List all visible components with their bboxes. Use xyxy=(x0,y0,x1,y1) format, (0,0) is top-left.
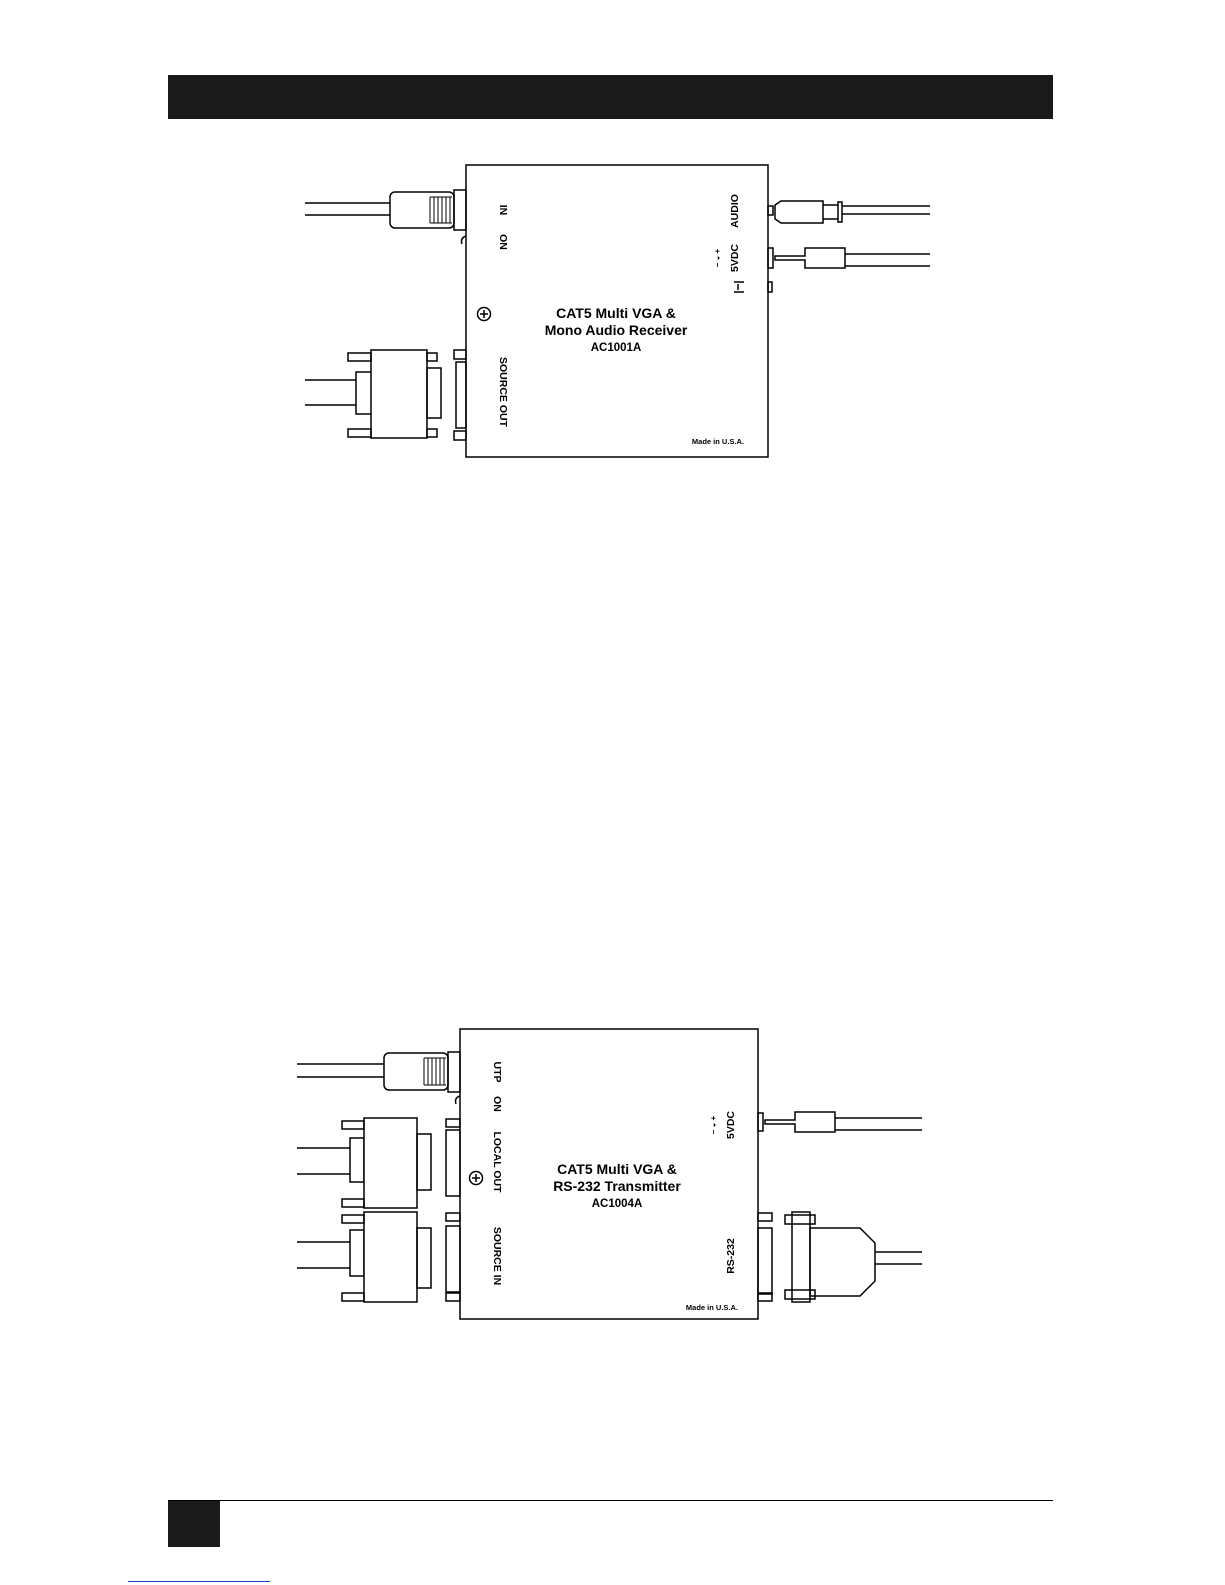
transmitter-local-vga-plug xyxy=(364,1118,417,1208)
receiver-port-in: IN xyxy=(497,205,509,216)
transmitter-port-5vdc: 5VDC xyxy=(725,1111,737,1139)
receiver-port-source-out: SOURCE OUT xyxy=(497,357,509,428)
transmitter-port-utp: UTP xyxy=(491,1062,503,1083)
receiver-made-in: Made in U.S.A. xyxy=(692,437,744,446)
footer-page-tab xyxy=(168,1501,220,1547)
receiver-port-5vdc: 5VDC xyxy=(729,244,741,272)
transmitter-source-vga-plug xyxy=(364,1212,417,1302)
receiver-port-audio: AUDIO xyxy=(729,194,741,228)
transmitter-diagram: CAT5 Multi VGA & RS-232 Transmitter AC10… xyxy=(0,1015,1225,1320)
receiver-title-line1: CAT5 Multi VGA & xyxy=(556,305,676,321)
page-header-bar xyxy=(168,75,1053,119)
receiver-diagram: CAT5 Multi VGA & Mono Audio Receiver AC1… xyxy=(0,160,1225,465)
transmitter-made-in: Made in U.S.A. xyxy=(686,1303,738,1312)
receiver-model: AC1001A xyxy=(591,342,642,354)
receiver-title-line2: Mono Audio Receiver xyxy=(545,322,688,338)
transmitter-port-on: ON xyxy=(491,1096,503,1112)
footer-link-underline xyxy=(128,1581,270,1582)
transmitter-title-line2: RS-232 Transmitter xyxy=(553,1178,681,1194)
transmitter-port-local-out: LOCAL OUT xyxy=(491,1131,503,1193)
transmitter-port-rs232: RS-232 xyxy=(725,1238,737,1274)
footer-rule xyxy=(168,1500,1053,1501)
transmitter-title-line1: CAT5 Multi VGA & xyxy=(557,1161,677,1177)
receiver-port-on: ON xyxy=(497,234,509,250)
transmitter-polarity-icon: – ◒ + xyxy=(709,1115,718,1134)
transmitter-port-source-in: SOURCE IN xyxy=(491,1227,503,1285)
transmitter-model: AC1004A xyxy=(592,1198,643,1210)
transmitter-rs232-plug xyxy=(810,1228,875,1296)
receiver-vga-plug xyxy=(371,350,427,438)
receiver-polarity-icon: – ◒ + xyxy=(713,248,722,267)
transmitter-rj45-plug xyxy=(384,1053,448,1090)
